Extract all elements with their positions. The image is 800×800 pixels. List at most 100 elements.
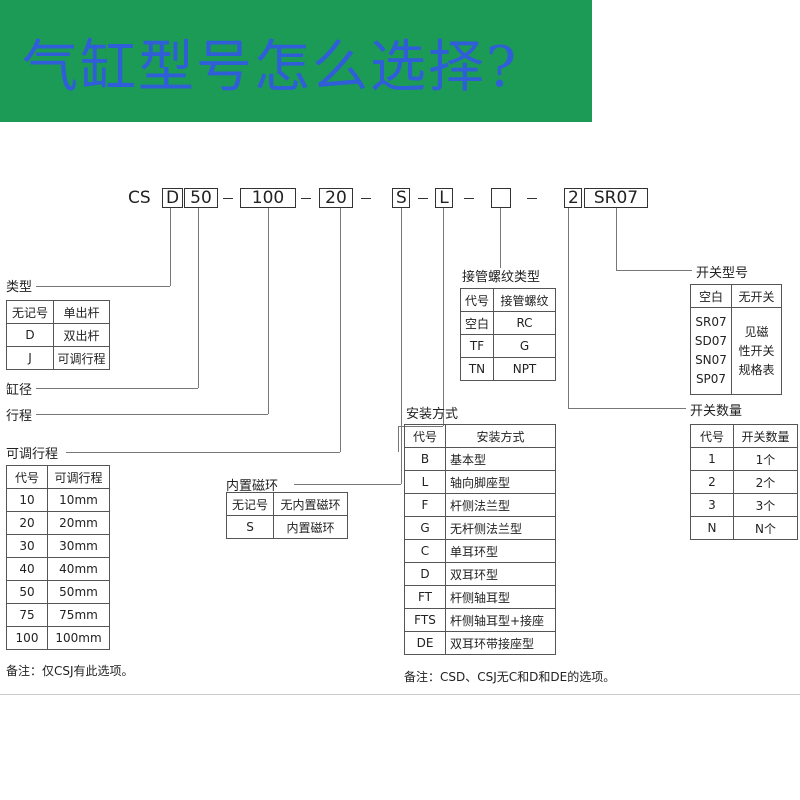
table-cell: 杆侧轴耳型 <box>445 585 556 609</box>
title-banner: 气缸型号怎么选择? <box>0 0 592 122</box>
switch-model-item: SN07 <box>695 353 727 367</box>
table-cell: NPT <box>493 357 556 381</box>
table-header-cell: 代号 <box>404 424 446 448</box>
connector-line <box>36 414 268 415</box>
connector-line <box>66 452 340 453</box>
table-cell: S <box>226 515 274 539</box>
code-prefix: CS <box>128 188 151 208</box>
code-dash <box>301 198 311 199</box>
label-stroke: 行程 <box>6 409 33 424</box>
connector-line <box>294 484 401 485</box>
table-cell: FTS <box>404 608 446 632</box>
code-magnet-box: S <box>392 188 410 208</box>
connector-line <box>268 208 269 414</box>
mount-note: 备注：CSD、CSJ无C和D和DE的选项。 <box>404 670 616 684</box>
table-cell: 无记号 <box>226 492 274 516</box>
table-cell: 20mm <box>47 511 110 535</box>
connector-line <box>568 408 686 409</box>
label-adj-stroke: 可调行程 <box>6 447 59 462</box>
code-adj-box: 20 <box>319 188 353 208</box>
table-header-cell: 代号 <box>690 424 734 448</box>
table-cell: G <box>493 334 556 358</box>
table-cell: L <box>404 470 446 494</box>
table-header-row: 空白无开关 <box>690 284 782 308</box>
table-header-cell: 可调行程 <box>47 465 110 489</box>
table-cell: G <box>404 516 446 540</box>
code-bore-box: 50 <box>184 188 218 208</box>
label-magnet: 内置磁环 <box>226 479 279 494</box>
table-cell: 可调行程 <box>53 346 110 370</box>
table-cell: 100 <box>6 626 48 650</box>
table-cell: 3个 <box>733 493 798 517</box>
table-header-cell: 接管螺纹 <box>493 288 556 312</box>
table-cell: 杆侧轴耳型+接座 <box>445 608 556 632</box>
table-cell: 轴向脚座型 <box>445 470 556 494</box>
table-header-cell: 安装方式 <box>445 424 556 448</box>
label-bore: 缸径 <box>6 383 33 398</box>
table-cell: B <box>404 447 446 471</box>
code-dash <box>361 198 371 199</box>
switch-model-table: 空白无开关 SR07 SD07 SN07 SP07 见磁 性开关 规格表 <box>690 284 782 395</box>
table-cell: 1个 <box>733 447 798 471</box>
switch-desc-line: 见磁 <box>744 324 769 339</box>
connector-line <box>398 426 399 452</box>
table-cell: D <box>404 562 446 586</box>
table-cell: 单出杆 <box>53 300 110 324</box>
table-cell: 40 <box>6 557 48 581</box>
switch-desc-line: 规格表 <box>738 362 775 377</box>
connector-line <box>401 208 402 484</box>
connector-line <box>36 388 198 389</box>
table-cell: 3 <box>690 493 734 517</box>
connector-line <box>340 208 341 452</box>
divider <box>0 694 800 695</box>
table-header-cell: 空白 <box>690 284 732 308</box>
table-row: SR07 SD07 SN07 SP07 见磁 性开关 规格表 <box>690 307 782 395</box>
switch-desc-line: 性开关 <box>738 343 775 358</box>
table-cell: TN <box>460 357 494 381</box>
table-cell: F <box>404 493 446 517</box>
table-header-row: 代号可调行程 <box>6 465 110 489</box>
label-thread: 接管螺纹类型 <box>462 270 541 285</box>
table-cell: 无记号 <box>6 300 54 324</box>
connector-line <box>568 208 569 408</box>
switch-model-item: SD07 <box>694 334 728 348</box>
table-cell: RC <box>493 311 556 335</box>
table-cell: 杆侧法兰型 <box>445 493 556 517</box>
switch-model-list: SR07 SD07 SN07 SP07 <box>690 307 732 395</box>
table-cell: 10mm <box>47 488 110 512</box>
table-cell: 50mm <box>47 580 110 604</box>
table-cell: 2个 <box>733 470 798 494</box>
connector-line <box>170 208 171 286</box>
code-dash <box>223 198 233 199</box>
table-header-row: 代号开关数量 <box>690 424 798 448</box>
table-cell: 空白 <box>460 311 494 335</box>
table-cell: 无内置磁环 <box>273 492 348 516</box>
code-dash <box>418 198 428 199</box>
table-cell: 30 <box>6 534 48 558</box>
table-cell: 40mm <box>47 557 110 581</box>
table-cell: J <box>6 346 54 370</box>
table-header-row: 代号安装方式 <box>404 424 556 448</box>
table-cell: DE <box>404 631 446 655</box>
